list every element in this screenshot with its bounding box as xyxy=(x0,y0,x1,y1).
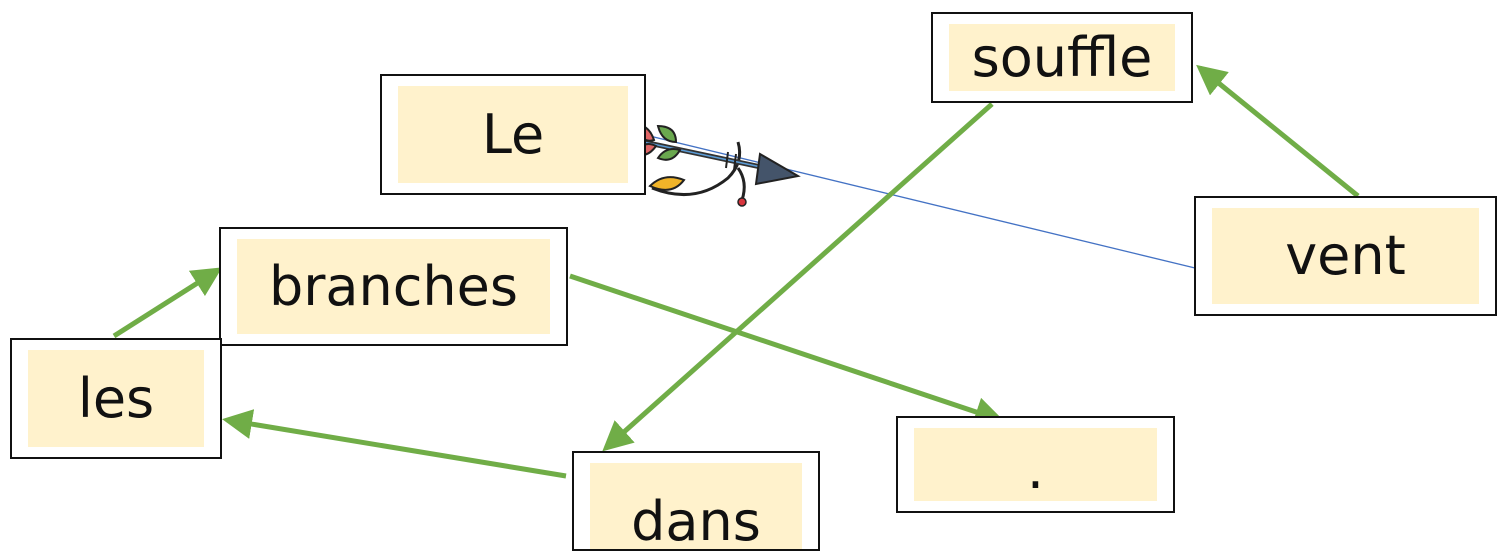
word-box-period[interactable]: . xyxy=(896,416,1175,513)
word-label-le: Le xyxy=(398,86,628,183)
bow-and-arrow-icon xyxy=(630,124,801,207)
word-label-les: les xyxy=(28,350,204,447)
arrow-dans-to-les xyxy=(222,409,567,479)
word-label-dans: dans xyxy=(590,463,802,549)
word-box-branches[interactable]: branches xyxy=(219,227,568,346)
arrow-branches-to-period xyxy=(569,273,1005,427)
word-box-dans[interactable]: dans xyxy=(572,451,820,551)
thin-connector-line xyxy=(624,129,1196,269)
sentence-diagram xyxy=(112,64,1360,479)
word-label-souffle: souffle xyxy=(949,24,1175,91)
word-label-branches: branches xyxy=(237,239,550,334)
arrow-vent-to-souffle xyxy=(1196,64,1360,198)
word-label-vent: vent xyxy=(1212,208,1479,304)
word-box-vent[interactable]: vent xyxy=(1194,196,1497,316)
word-box-le[interactable]: Le xyxy=(380,74,646,195)
word-box-les[interactable]: les xyxy=(10,338,222,459)
arrow-souffle-to-dans xyxy=(602,102,994,452)
arrow-les-to-branches xyxy=(112,267,223,339)
word-box-souffle[interactable]: souffle xyxy=(931,12,1193,103)
word-label-period: . xyxy=(914,428,1157,501)
